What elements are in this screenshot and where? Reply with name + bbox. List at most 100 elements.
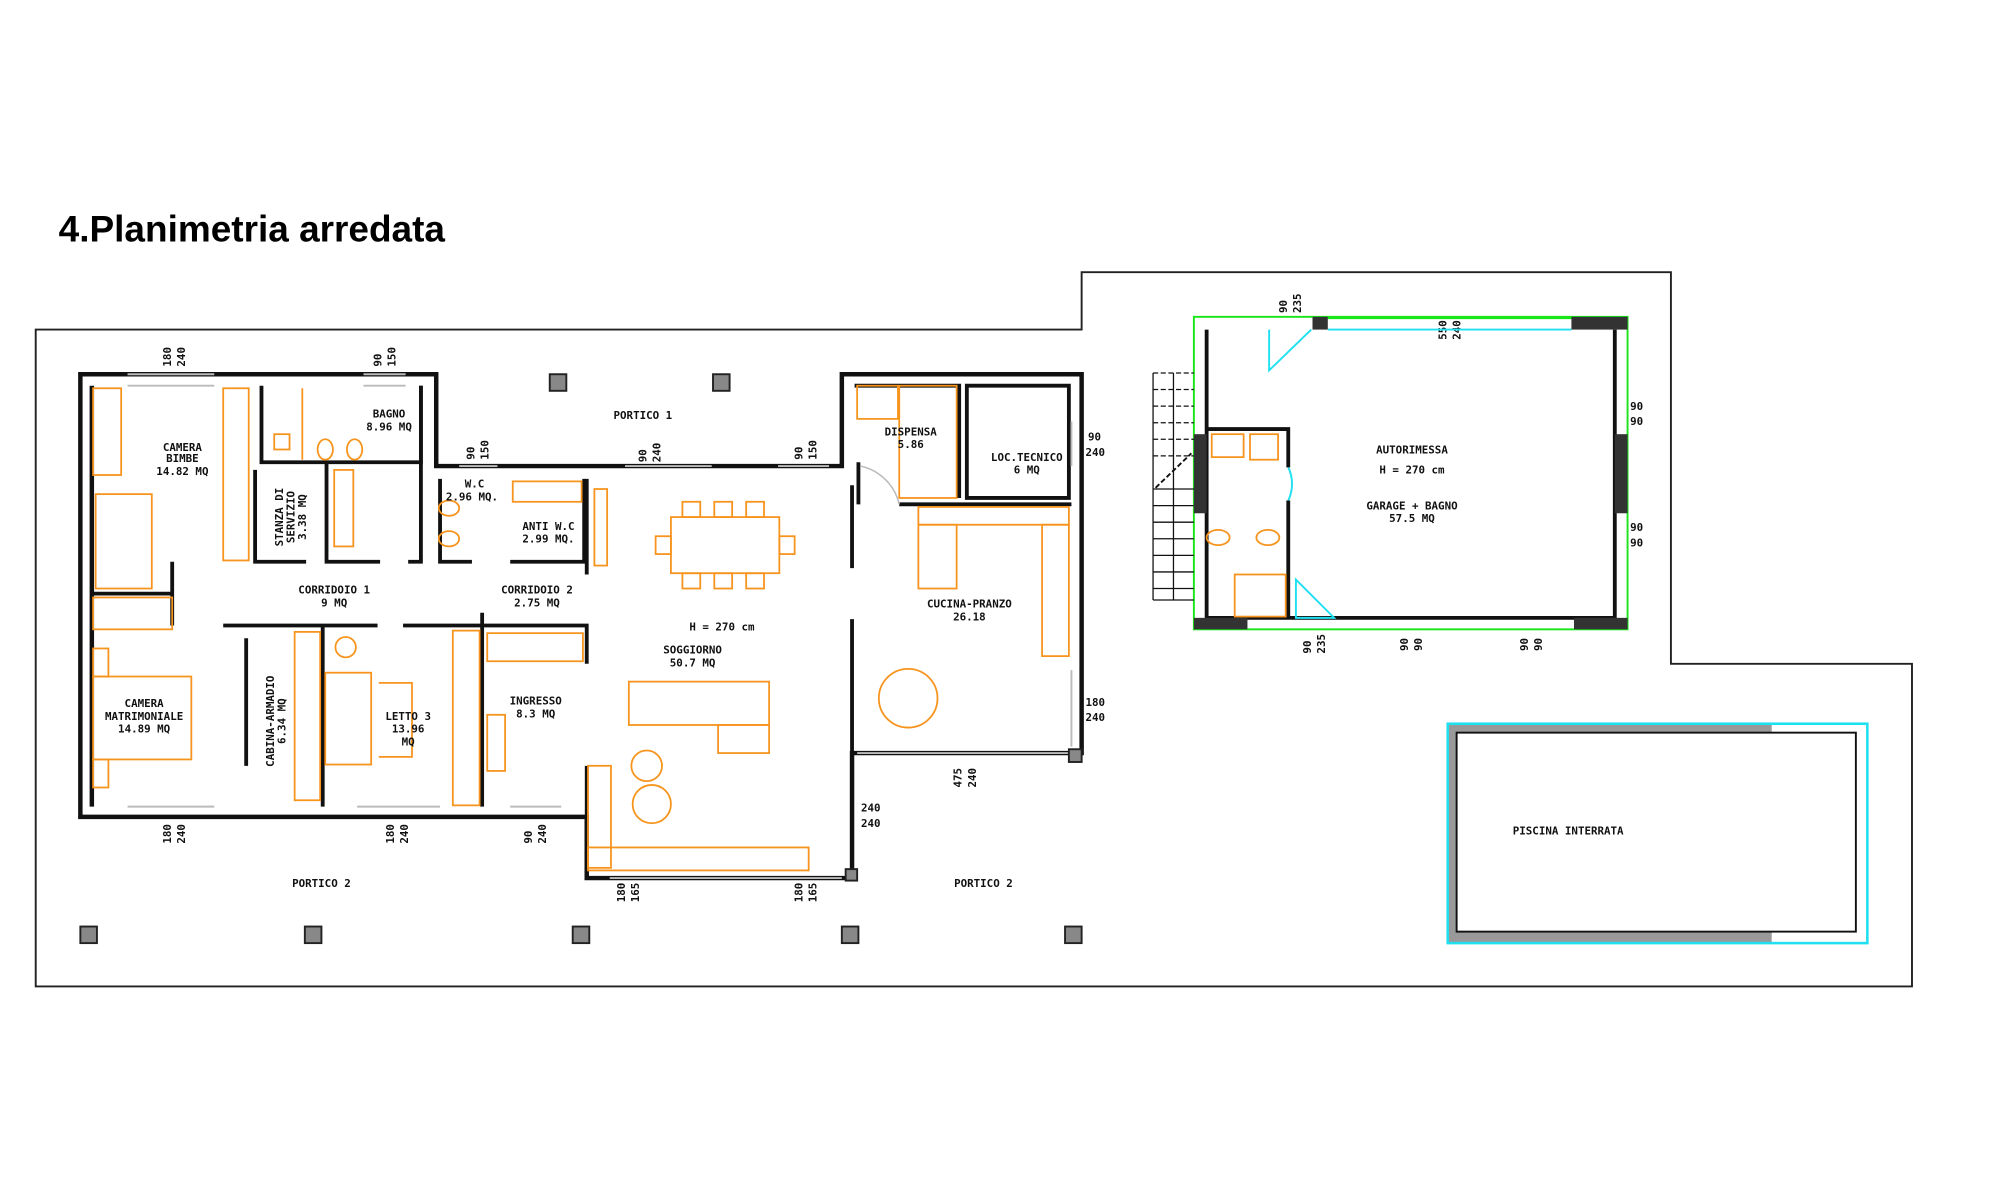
pillar: [303, 925, 323, 945]
toilet: [1205, 528, 1231, 547]
page-title: 4.Planimetria arredata: [59, 209, 446, 250]
svg-text:8.96 MQ: 8.96 MQ: [366, 420, 412, 433]
room-anti-wc: ANTI W.C2.99 MQ.: [522, 520, 574, 546]
portico-2-label: PORTICO 2: [292, 877, 351, 890]
svg-text:6 MQ: 6 MQ: [1014, 464, 1041, 477]
svg-text:ANTI W.C: ANTI W.C: [522, 520, 574, 533]
svg-text:CAMERA: CAMERA: [125, 697, 165, 710]
svg-text:BAGNO: BAGNO: [373, 408, 406, 421]
pantry-shelf: [898, 384, 958, 499]
svg-text:LETTO 3: LETTO 3: [385, 710, 431, 723]
pouf: [631, 784, 672, 825]
wall-block: [1571, 316, 1628, 330]
wardrobe: [451, 629, 481, 807]
nightstand: [92, 647, 110, 678]
wardrobe: [293, 630, 322, 802]
svg-text:165: 165: [629, 883, 642, 903]
room-corridoio-1: CORRIDOIO 19 MQ: [298, 584, 370, 610]
svg-text:LOC.TECNICO: LOC.TECNICO: [991, 451, 1063, 464]
pouf: [630, 749, 663, 783]
garage-description: GARAGE + BAGNO: [1366, 499, 1458, 512]
bench: [486, 713, 506, 772]
svg-text:90: 90: [792, 447, 805, 460]
vanity: [511, 480, 583, 503]
svg-text:90: 90: [1518, 638, 1531, 651]
svg-text:3.38 MQ: 3.38 MQ: [296, 494, 309, 540]
svg-text:DISPENSA: DISPENSA: [885, 425, 938, 438]
svg-text:INGRESSO: INGRESSO: [510, 695, 563, 708]
svg-text:90: 90: [1301, 641, 1314, 654]
svg-text:90: 90: [1398, 638, 1411, 651]
washbasin-unit: [333, 469, 355, 548]
room-corridoio-2: CORRIDOIO 22.75 MQ: [501, 584, 573, 610]
console: [486, 632, 584, 663]
sink: [273, 433, 291, 451]
armchair: [334, 636, 357, 659]
svg-text:2.99 MQ.: 2.99 MQ.: [522, 533, 574, 546]
svg-text:90: 90: [1630, 521, 1643, 534]
pillar: [1064, 925, 1083, 945]
svg-text:SERVIZIO: SERVIZIO: [285, 491, 298, 544]
svg-text:475: 475: [952, 768, 965, 788]
garage-area: 57.5 MQ: [1389, 512, 1435, 525]
svg-text:150: 150: [806, 440, 819, 460]
svg-text:240: 240: [398, 824, 411, 844]
svg-text:240: 240: [175, 824, 188, 844]
svg-text:STANZA DI: STANZA DI: [273, 488, 286, 547]
garage-name: AUTORIMESSA: [1376, 443, 1448, 456]
portico-1-label: PORTICO 1: [614, 409, 673, 422]
svg-text:26.18: 26.18: [953, 610, 986, 623]
svg-text:180: 180: [384, 824, 397, 844]
svg-text:14.89 MQ: 14.89 MQ: [118, 723, 171, 736]
furniture: [92, 384, 1070, 872]
svg-text:90: 90: [1630, 400, 1643, 413]
shower: [1249, 433, 1279, 461]
pantry-shelf: [856, 384, 899, 420]
pillar: [712, 373, 731, 392]
svg-text:90: 90: [1630, 536, 1643, 549]
svg-text:180: 180: [1085, 696, 1105, 709]
wall-block: [1573, 617, 1628, 630]
svg-text:CORRIDOIO 2: CORRIDOIO 2: [501, 584, 573, 597]
svg-text:180: 180: [792, 883, 805, 903]
bed: [94, 493, 153, 590]
pool-label: PISCINA INTERRATA: [1513, 825, 1624, 838]
shelf: [593, 488, 609, 567]
svg-text:150: 150: [479, 440, 492, 460]
tv-unit: [587, 846, 810, 872]
bidet: [346, 438, 364, 461]
bidet: [437, 530, 461, 548]
stairs: [1152, 372, 1194, 601]
svg-text:2.96 MQ.: 2.96 MQ.: [446, 491, 498, 504]
pillar: [79, 925, 98, 945]
svg-text:240: 240: [1085, 711, 1105, 724]
toilet: [437, 499, 461, 517]
house-walls: [78, 372, 1084, 881]
svg-text:240: 240: [536, 824, 549, 844]
svg-text:CORRIDOIO 1: CORRIDOIO 1: [298, 584, 370, 597]
kitchen-island: [917, 523, 958, 590]
svg-text:240: 240: [966, 768, 979, 788]
svg-text:90: 90: [1630, 415, 1643, 428]
wall-block: [1312, 316, 1328, 330]
kitchen-counter: [1041, 523, 1070, 658]
svg-text:150: 150: [385, 347, 398, 367]
svg-text:90: 90: [522, 831, 535, 844]
desk: [92, 596, 174, 631]
wardrobe: [222, 387, 250, 562]
